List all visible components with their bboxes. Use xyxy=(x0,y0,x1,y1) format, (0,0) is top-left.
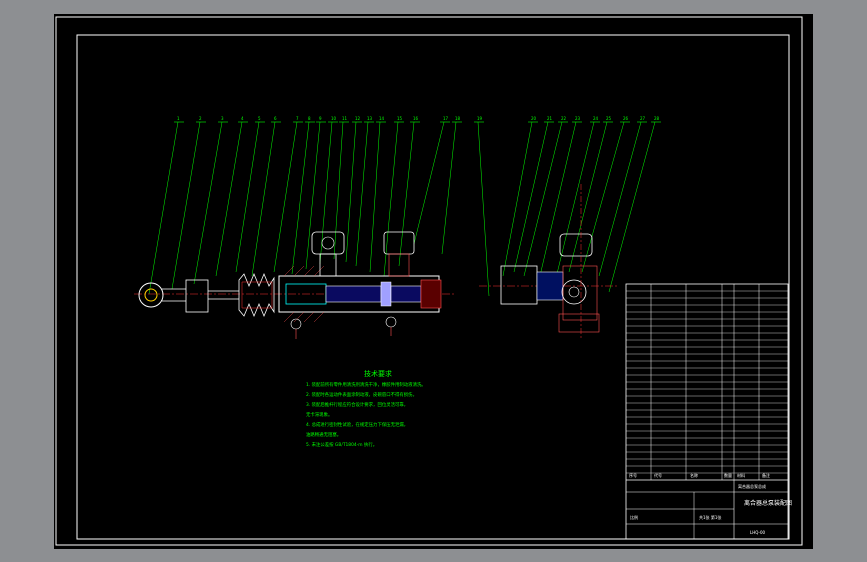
title-row: 离合器总泵装配图 xyxy=(744,499,792,507)
leader-line xyxy=(305,121,321,270)
title-block: 序号 代号 名称 数量材料 备注 离合器总泵总成 离合器总泵装配图 比例 共1张 第1张… xyxy=(625,283,792,540)
outlet-fitting-assembly xyxy=(479,184,619,339)
leader-line xyxy=(215,121,243,277)
parts-column-header: 代号 xyxy=(654,472,662,478)
leader-line xyxy=(523,121,563,277)
balloon-label: 27 xyxy=(640,116,646,121)
leader-line xyxy=(319,121,333,265)
balloon-label: 22 xyxy=(561,116,567,121)
balloon-label: 10 xyxy=(331,116,337,121)
note-line: 3. 装配后推杆行程应符合设计要求，回位灵活可靠， xyxy=(306,401,408,408)
scale-label: 比例 xyxy=(630,514,638,520)
balloon-label: 5 xyxy=(258,116,261,121)
balloon-label: 17 xyxy=(443,116,449,121)
note-line: 5. 未注公差按 GB/T1804-m 执行。 xyxy=(306,441,377,448)
balloon-label: 24 xyxy=(593,116,599,121)
parts-column-header: 序号 xyxy=(629,472,637,478)
inner-frame xyxy=(76,34,790,540)
clevis-eye xyxy=(138,282,164,308)
sheet-label: 共1张 第1张 xyxy=(699,514,721,520)
balloon-label: 19 xyxy=(477,116,483,121)
fitting-body xyxy=(500,265,538,305)
leader-line xyxy=(502,121,533,277)
leader-line xyxy=(598,121,642,277)
balloon-label: 4 xyxy=(241,116,244,121)
leader-line xyxy=(553,121,595,287)
leader-line xyxy=(383,121,399,277)
reservoir-fitting-2 xyxy=(383,231,415,255)
lock-nut xyxy=(185,279,209,313)
drawing-number: LHQ-00 xyxy=(750,530,765,535)
note-line: 2. 装配时各运动件表面涂制动液，皮碗唇口不得有损伤。 xyxy=(306,391,417,398)
leader-line xyxy=(171,121,201,290)
balloon-label: 1 xyxy=(177,116,180,121)
leader-line xyxy=(291,121,310,275)
leader-line xyxy=(148,121,179,295)
leader-line xyxy=(581,121,625,273)
parts-column-header: 名称 xyxy=(690,472,698,478)
balloon-label: 23 xyxy=(575,116,581,121)
parts-column-header: 数量 xyxy=(724,472,732,478)
balloon-label: 11 xyxy=(342,116,348,121)
leader-line xyxy=(369,121,381,273)
parts-column-header: 备注 xyxy=(762,472,770,478)
balloon-label: 8 xyxy=(308,116,311,121)
technical-requirements-title: 技术要求 xyxy=(364,369,392,378)
note-line: 油路畅通无阻塞。 xyxy=(306,431,341,438)
leader-line xyxy=(333,121,344,260)
balloon-label: 25 xyxy=(606,116,612,121)
balloon-label: 21 xyxy=(547,116,553,121)
balloon-label: 2 xyxy=(199,116,202,121)
balloon-label: 15 xyxy=(397,116,403,121)
leader-line xyxy=(513,121,549,273)
leader-line xyxy=(398,121,415,267)
balloon-label: 13 xyxy=(367,116,373,121)
outer-border xyxy=(55,16,803,546)
leader-line xyxy=(193,121,223,285)
banjo-ring xyxy=(561,279,587,305)
reservoir-fitting-1 xyxy=(311,231,345,255)
note-line: 1. 装配前所有零件用清洗剂清洗干净，橡胶件用制动液清洗。 xyxy=(306,381,426,388)
balloon-label: 20 xyxy=(531,116,537,121)
leader-line xyxy=(568,121,608,273)
leader-line xyxy=(235,121,260,273)
balloon-label: 16 xyxy=(413,116,419,121)
leader-line xyxy=(355,121,369,267)
mounting-lug-2 xyxy=(385,316,397,328)
leader-line xyxy=(477,121,490,297)
leader-line xyxy=(608,121,656,293)
master-cylinder-assembly xyxy=(134,231,454,339)
balloon-label: 26 xyxy=(623,116,629,121)
balloon-label: 18 xyxy=(455,116,461,121)
mounting-lug-1 xyxy=(290,318,302,330)
leader-line xyxy=(251,121,276,277)
dust-boot xyxy=(238,272,275,318)
balloon-label: 3 xyxy=(221,116,224,121)
balloon-label: 28 xyxy=(654,116,660,121)
balloon-label: 14 xyxy=(379,116,385,121)
leader-line xyxy=(441,121,457,255)
technical-requirements: 技术要求 1. 装配前所有零件用清洗剂清洗干净，橡胶件用制动液清洗。 2. 装配时… xyxy=(306,369,426,448)
leader-line xyxy=(538,121,577,281)
leader-line xyxy=(413,121,445,245)
note-line: 4. 总成进行密封性试验，在规定压力下保压无泄漏， xyxy=(306,421,408,428)
parts-column-header: 材料 xyxy=(737,472,745,478)
balloon-label: 7 xyxy=(296,116,299,121)
leader-line xyxy=(345,121,357,263)
clevis-bore xyxy=(144,288,158,302)
note-line: 无卡滞现象。 xyxy=(306,411,332,418)
balloon-label: 6 xyxy=(274,116,277,121)
balloon-label: 9 xyxy=(319,116,322,121)
drawing-title: 离合器总泵总成 xyxy=(738,483,766,489)
leader-line xyxy=(273,121,298,273)
balloon-label: 12 xyxy=(355,116,361,121)
